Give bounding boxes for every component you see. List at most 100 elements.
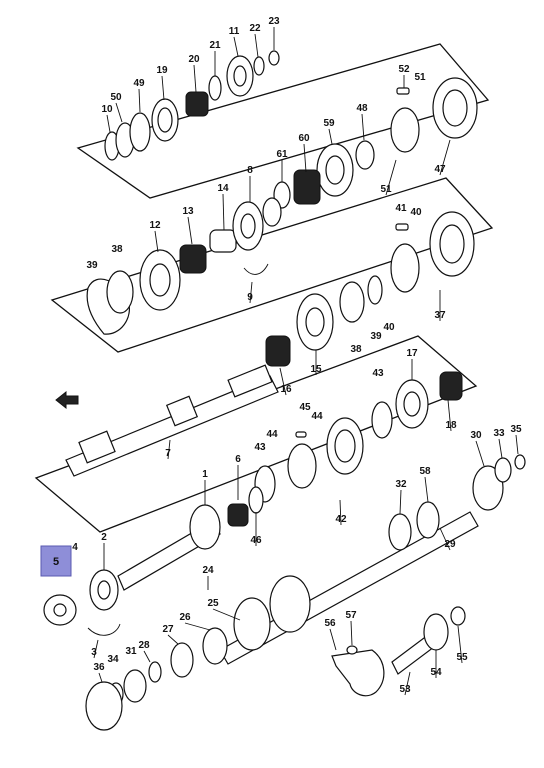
leader-line-59 [328, 128, 333, 145]
callout-label-32: 32 [395, 479, 407, 490]
callout-label-43: 43 [372, 368, 384, 379]
part-21-washer [208, 75, 222, 101]
part-22-ring [253, 56, 265, 76]
leader-line-20 [193, 64, 197, 93]
lower-parts [43, 454, 526, 731]
leader-line-47 [439, 139, 451, 176]
callout-label-37: 37 [434, 310, 446, 321]
leader-line-11 [233, 36, 239, 57]
leader-line-53 [404, 671, 411, 696]
leader-line-18 [447, 399, 452, 432]
callout-label-43b: 43 [254, 442, 266, 453]
callout-label-39: 39 [370, 331, 382, 342]
callout-label-44: 44 [311, 411, 323, 422]
part-collar [262, 197, 282, 227]
leader-line-27 [167, 634, 179, 645]
leader-line-51 [385, 159, 397, 196]
leader-line-35 [515, 434, 519, 455]
part-12-gear-face [149, 263, 171, 297]
callout-label-2: 2 [101, 532, 107, 543]
part-39-ring-b [367, 275, 383, 305]
leader-line-60 [303, 143, 307, 173]
callout-label-1: 1 [202, 469, 208, 480]
leader-line-58 [424, 476, 429, 503]
part-38-ring-b [339, 281, 365, 323]
callout-label-47: 47 [434, 164, 446, 175]
leader-line-48 [361, 113, 365, 141]
callout-label-4: 4 [72, 542, 78, 553]
direction-arrow [55, 390, 79, 410]
callout-label-34: 34 [107, 654, 119, 665]
callout-label-56: 56 [324, 618, 336, 629]
leader-line-3 [93, 639, 99, 659]
leader-line-25 [212, 608, 241, 621]
callout-label-16: 16 [280, 384, 292, 395]
leader-line-57 [350, 620, 353, 646]
part-35-ring [514, 454, 526, 470]
callout-label-19: 19 [156, 65, 168, 76]
part-56-lever [331, 649, 385, 697]
leader-lines [93, 27, 519, 696]
callout-label-35: 35 [510, 424, 522, 435]
part-37-sleeve-inner [439, 224, 465, 264]
callout-label-53: 53 [399, 684, 411, 695]
part-32-gear [388, 513, 412, 551]
part-15-gear-face [305, 307, 325, 337]
leader-line-22 [254, 33, 259, 58]
callout-label-23: 23 [268, 16, 280, 27]
part-57-bolt [346, 645, 358, 655]
callout-label-17: 17 [406, 348, 418, 359]
part-24-gear [269, 575, 311, 633]
callout-label-57: 57 [345, 610, 357, 621]
part-58-gear [416, 501, 440, 539]
part-31-gear [123, 669, 147, 703]
part-7-spline-mid [165, 395, 199, 427]
callout-label-14: 14 [217, 183, 229, 194]
part-44-key [295, 431, 307, 438]
callout-label-22: 22 [249, 23, 261, 34]
part-41-key [395, 223, 409, 231]
callout-label-52: 52 [398, 64, 410, 75]
part-7-spline-front [78, 430, 116, 464]
callout-label-42: 42 [335, 514, 347, 525]
leader-line-29 [439, 527, 451, 551]
part-9-clip [243, 263, 269, 275]
top-plate [76, 43, 490, 199]
callout-label-40: 40 [383, 322, 395, 333]
callout-label-27: 27 [162, 624, 174, 635]
leader-line-14 [222, 193, 225, 231]
leader-line-30 [475, 440, 485, 467]
leader-line-36 [98, 672, 103, 683]
callout-label-29: 29 [444, 539, 456, 550]
callout-label-13: 13 [182, 206, 194, 217]
callout-label-28: 28 [138, 640, 150, 651]
callout-label-38: 38 [350, 344, 362, 355]
part-16-bearing [265, 335, 291, 367]
callout-label-49: 49 [133, 78, 145, 89]
callout-label-38b: 38 [111, 244, 123, 255]
part-8-gear-face [240, 213, 256, 239]
part-33-ring [494, 457, 512, 483]
part-7-shaft [65, 375, 279, 477]
part-43-ring [371, 401, 393, 439]
part-11-gear-face [233, 65, 247, 87]
part-51-hub [390, 107, 420, 153]
callout-label-7: 7 [165, 448, 171, 459]
part-18-bearing [439, 371, 463, 401]
main-shaft-parts [55, 364, 463, 503]
callout-label-40b: 40 [410, 207, 422, 218]
leader-line-56 [329, 628, 337, 651]
callout-label-55: 55 [456, 652, 468, 663]
callout-label-41: 41 [395, 203, 407, 214]
callout-label-61: 61 [276, 149, 288, 160]
leader-line-32 [399, 489, 402, 515]
callout-label-39b: 39 [86, 260, 98, 271]
callout-label-10: 10 [101, 104, 113, 115]
part-30-gear [472, 465, 504, 511]
shaft-plate [34, 335, 478, 533]
part-25-gear [233, 597, 271, 651]
leader-line-7 [167, 439, 171, 460]
callout-label-12: 12 [149, 220, 161, 231]
part-54-gear [423, 613, 449, 651]
